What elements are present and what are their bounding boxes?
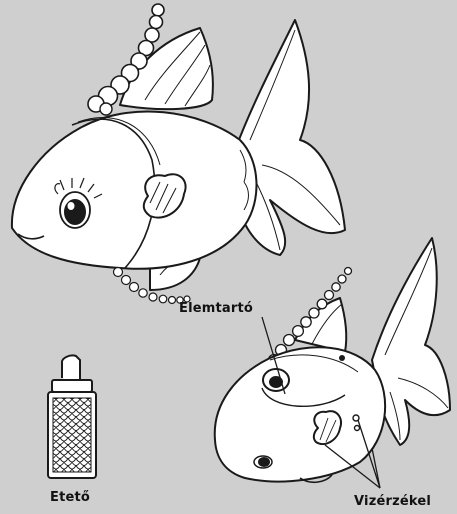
battery-holder-label: Elemtartó	[179, 301, 253, 316]
feeder-label: Etető	[50, 490, 90, 505]
small-fish	[215, 238, 450, 482]
big-fish	[12, 4, 345, 304]
small-fish-body	[215, 347, 385, 481]
feeder-device	[48, 355, 96, 478]
big-fish-body	[12, 111, 257, 268]
water-sensor-label: Vizérzékel	[354, 494, 431, 509]
